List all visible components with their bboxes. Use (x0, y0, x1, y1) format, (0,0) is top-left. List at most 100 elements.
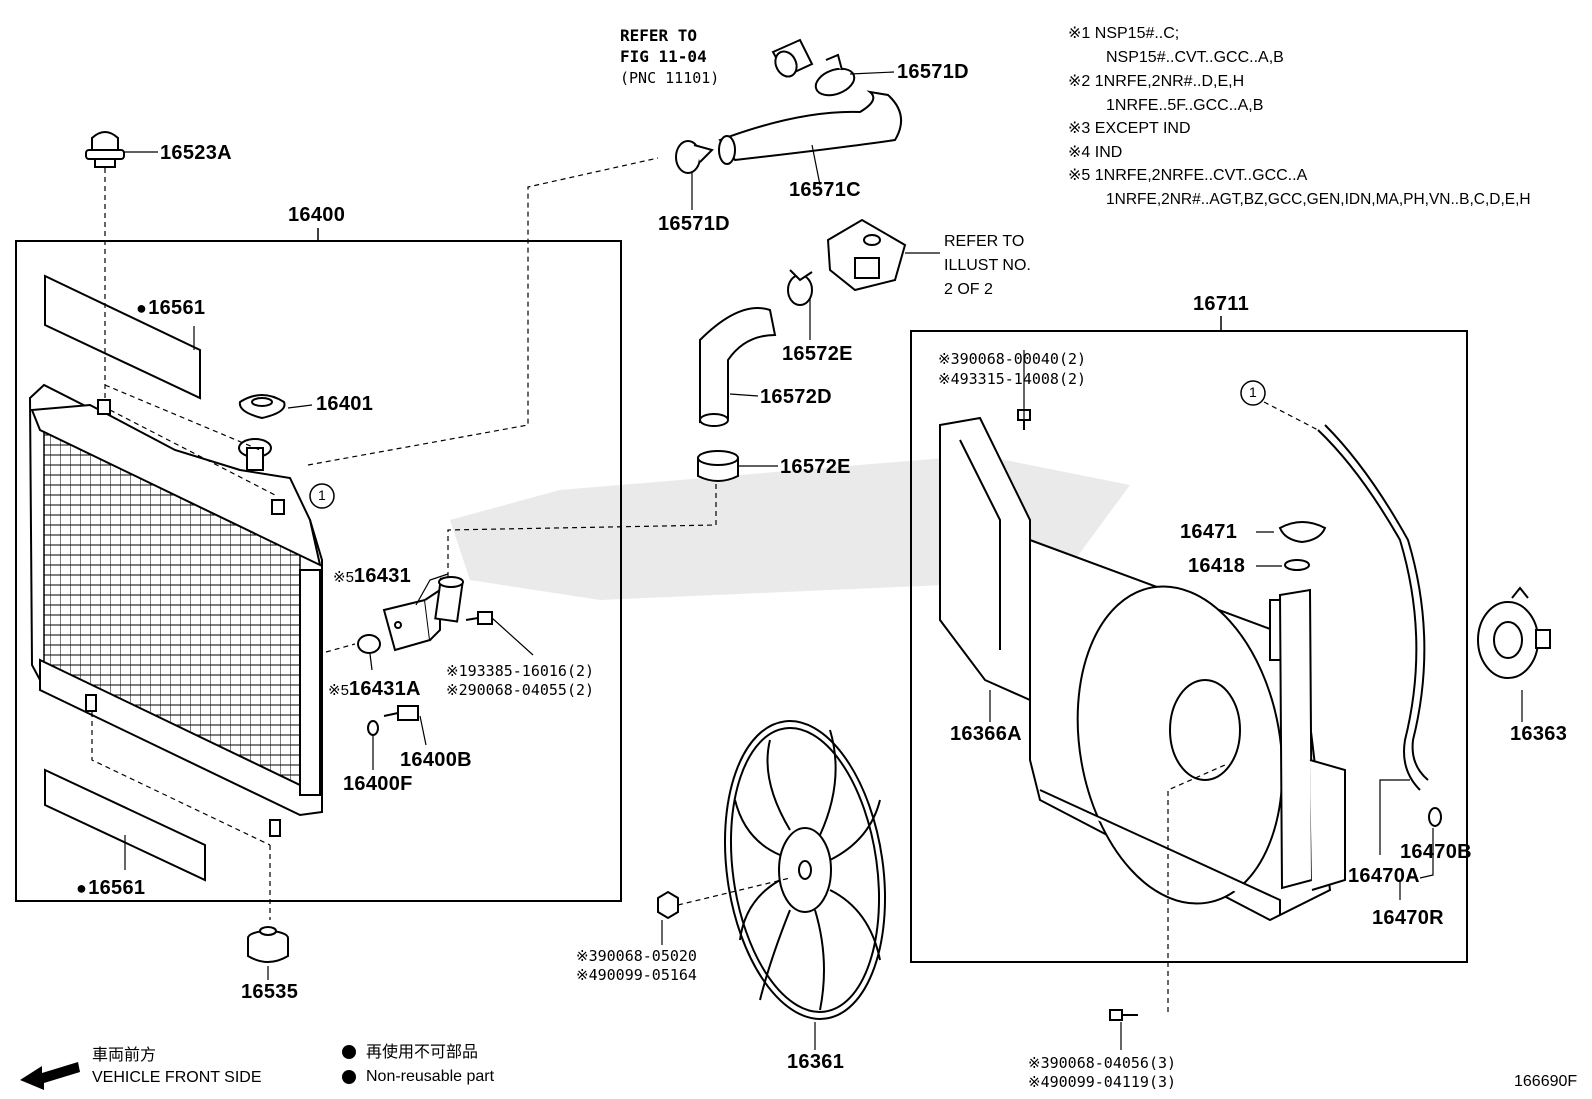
note-mark: ※3 (938, 350, 960, 368)
fan-shroud-group-frame (910, 330, 1468, 963)
part-label-16572E-top[interactable]: 16572E (782, 343, 853, 365)
note-line: NSP15#..CVT..GCC..A,B (1106, 49, 1284, 66)
fan-shroud-icon (1029, 538, 1346, 922)
note-mark: ※1 (1068, 25, 1091, 42)
part-label-16470R[interactable]: 16470R (1372, 907, 1444, 929)
fan-nut-icon (657, 890, 679, 920)
cooling-fan-icon (723, 720, 887, 1020)
refer-illust-line: REFER TO (944, 233, 1025, 250)
bolt-part-number: 90068-04056(3) (1049, 1054, 1177, 1072)
reservoir-cap-icon (1278, 521, 1327, 544)
part-label-16431[interactable]: 16431 (353, 565, 412, 587)
assembly-lines (91, 157, 1319, 1012)
bolt-part-number: 93385-16016(2) (467, 662, 595, 680)
note-mark: ※3 (576, 947, 598, 965)
air-guide-icon (939, 416, 1031, 702)
part-label-16571D-mid[interactable]: 16571D (658, 213, 730, 235)
bolt-part-number: 90099-05164 (597, 966, 697, 984)
drain-o-ring-icon (367, 720, 379, 736)
note-line: 1NRFE,2NRFE..CVT..GCC..A (1094, 167, 1308, 184)
bolt-part-number: 90068-00040(2) (959, 350, 1087, 368)
hose-clamp-icon (787, 269, 813, 306)
hose-connector-icon (771, 38, 814, 78)
part-label-16363[interactable]: 16363 (1510, 723, 1568, 745)
bolt-callout[interactable]: ※490099-05164 (576, 968, 697, 983)
part-label-16471[interactable]: 16471 (1180, 521, 1238, 543)
part-label-16401[interactable]: 16401 (316, 393, 374, 415)
bolt-callout[interactable]: ※390068-00040(2) (938, 352, 1086, 367)
legend-dot-icon (342, 1045, 356, 1059)
part-label-16561-bottom[interactable]: 16561 (76, 878, 145, 898)
note-mark: ※5 (333, 569, 354, 586)
part-label-16418[interactable]: 16418 (1188, 555, 1246, 577)
ref-circle-number: 1 (1249, 384, 1257, 400)
part-label-16535[interactable]: 16535 (241, 981, 299, 1003)
leader-lines (124, 71, 1523, 1050)
bolt-part-number: 90068-04055(2) (467, 681, 595, 699)
bolt-callout[interactable]: ※193385-16016(2) (446, 664, 594, 679)
note-mark: ※2 (446, 681, 468, 699)
part-label-16400F[interactable]: 16400F (343, 773, 413, 795)
note-mark: ※4 (1068, 144, 1091, 161)
bolt-callout[interactable]: ※493315-14008(2) (938, 372, 1086, 387)
bolt-part-number: 90099-04119(3) (1049, 1073, 1177, 1091)
radiator-cap-icon (85, 131, 125, 168)
lower-hose-icon (699, 307, 777, 427)
note-mark: ※3 (1068, 120, 1091, 137)
refer-illust-line: 2 OF 2 (944, 281, 993, 298)
note-line: 1NRFE..5F..GCC..A,B (1106, 97, 1264, 114)
note-line: NSP15#..C; (1094, 25, 1180, 42)
hose-clamp-icon (675, 140, 714, 174)
note-line: EXCEPT IND (1094, 120, 1191, 137)
bolt-callout[interactable]: ※390068-04056(3) (1028, 1056, 1176, 1071)
bolt-icon (465, 611, 493, 625)
part-label-16572D[interactable]: 16572D (760, 386, 832, 408)
front-arrow-icon (20, 1062, 80, 1090)
seal-top-icon (44, 274, 201, 400)
overflow-hose-icon (1317, 424, 1429, 791)
bolt-callout[interactable]: ※290068-04055(2) (446, 683, 594, 698)
radiator-core (28, 383, 323, 837)
note-mark: ※4 (938, 370, 960, 388)
part-label-16470A[interactable]: 16470A (1348, 865, 1420, 887)
bolt-part-number: 90068-05020 (597, 947, 697, 965)
part-label-16361[interactable]: 16361 (787, 1051, 845, 1073)
cap-gasket-icon (238, 394, 286, 420)
bolt-callout[interactable]: ※490099-04119(3) (1028, 1075, 1176, 1090)
part-label-16571D-top[interactable]: 16571D (897, 61, 969, 83)
bolt-part-number: 93315-14008(2) (959, 370, 1087, 388)
part-label-16431A[interactable]: 16431A (348, 678, 421, 700)
refer-fig-line: REFER TO (620, 26, 698, 45)
hose-clamp-icon (814, 53, 856, 97)
ref-circle-number: 1 (318, 487, 326, 503)
non-reusable-label: Non-reusable part (366, 1068, 495, 1085)
o-ring-icon (357, 634, 381, 654)
note-mark: ※1 (446, 662, 468, 680)
upper-hose-icon (718, 90, 903, 165)
part-label-16572E-bottom[interactable]: 16572E (780, 456, 851, 478)
reference-circle-icon (309, 380, 1266, 509)
note-mark: ※5 (328, 682, 349, 699)
part-label-16523A[interactable]: 16523A (160, 142, 232, 164)
part-label-16366A[interactable]: 16366A (950, 723, 1022, 745)
water-outlet-icon (826, 218, 907, 292)
part-label-16711[interactable]: 16711 (1193, 293, 1250, 315)
drain-cock-icon (383, 705, 419, 721)
part-label-16400[interactable]: 16400 (288, 204, 346, 226)
bolt-callout[interactable]: ※390068-05020 (576, 949, 697, 964)
part-label-16571C[interactable]: 16571C (789, 179, 861, 201)
part-label-16400B[interactable]: 16400B (400, 749, 472, 771)
vehicle-front-label: VEHICLE FRONT SIDE (92, 1069, 262, 1086)
part-label-16470B[interactable]: 16470B (1400, 841, 1472, 863)
note-mark: ※2 (1068, 73, 1091, 90)
note-line: 1NRFE,2NR#..AGT,BZ,GCC,GEN,IDN,MA,PH,VN.… (1106, 191, 1531, 208)
hose-clip-icon (1428, 807, 1442, 827)
part-label-16561-top[interactable]: 16561 (136, 298, 205, 318)
note-mark: ※4 (1028, 1073, 1050, 1091)
vehicle-front-jp: 車両前方 (92, 1047, 157, 1064)
reservoir-gasket-icon (1284, 559, 1310, 571)
note-line: 1NRFE,2NR#..D,E,H (1094, 73, 1245, 90)
refer-fig-line: FIG 11-04 (620, 47, 707, 66)
